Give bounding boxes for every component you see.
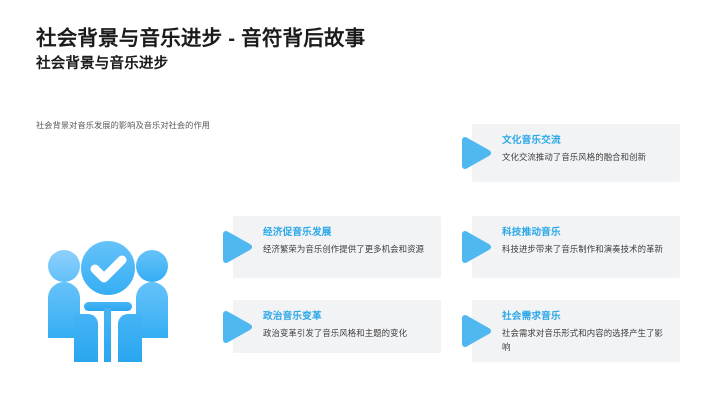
people-group-check-icon: [38, 238, 178, 362]
card-tech[interactable]: 科技推动音乐 科技进步带来了音乐制作和演奏技术的革新: [462, 216, 680, 278]
card-economy[interactable]: 经济促音乐发展 经济繁荣为音乐创作提供了更多机会和资源: [223, 216, 441, 278]
play-triangle-icon: [222, 230, 252, 264]
play-triangle-icon: [461, 314, 491, 348]
lead-description: 社会背景对音乐发展的影响及音乐对社会的作用: [36, 121, 211, 130]
card-demand[interactable]: 社会需求音乐 社会需求对音乐形式和内容的选择产生了影响: [462, 300, 680, 362]
page-subtitle: 社会背景与音乐进步: [36, 55, 169, 72]
card-title: 科技推动音乐: [502, 227, 561, 238]
card-description: 政治变革引发了音乐风格和主题的变化: [263, 328, 408, 339]
page-title: 社会背景与音乐进步 - 音符背后故事: [36, 27, 366, 50]
card-title: 经济促音乐发展: [263, 227, 332, 238]
card-description: 文化交流推动了音乐风格的融合和创新: [502, 152, 647, 163]
play-triangle-icon: [461, 230, 491, 264]
card-politics[interactable]: 政治音乐变革 政治变革引发了音乐风格和主题的变化: [223, 300, 441, 353]
card-description: 社会需求对音乐形式和内容的选择产生了影响: [502, 328, 664, 353]
card-title: 政治音乐变革: [263, 311, 322, 322]
play-triangle-icon: [222, 310, 252, 344]
card-title: 社会需求音乐: [502, 311, 561, 322]
card-description: 科技进步带来了音乐制作和演奏技术的革新: [502, 244, 664, 255]
slide-header: 社会背景与音乐进步 - 音符背后故事 社会背景与音乐进步: [36, 26, 676, 74]
card-culture[interactable]: 文化音乐交流 文化交流推动了音乐风格的融合和创新: [462, 124, 680, 182]
card-title: 文化音乐交流: [502, 135, 561, 146]
card-description: 经济繁荣为音乐创作提供了更多机会和资源: [263, 244, 425, 255]
play-triangle-icon: [461, 136, 491, 170]
